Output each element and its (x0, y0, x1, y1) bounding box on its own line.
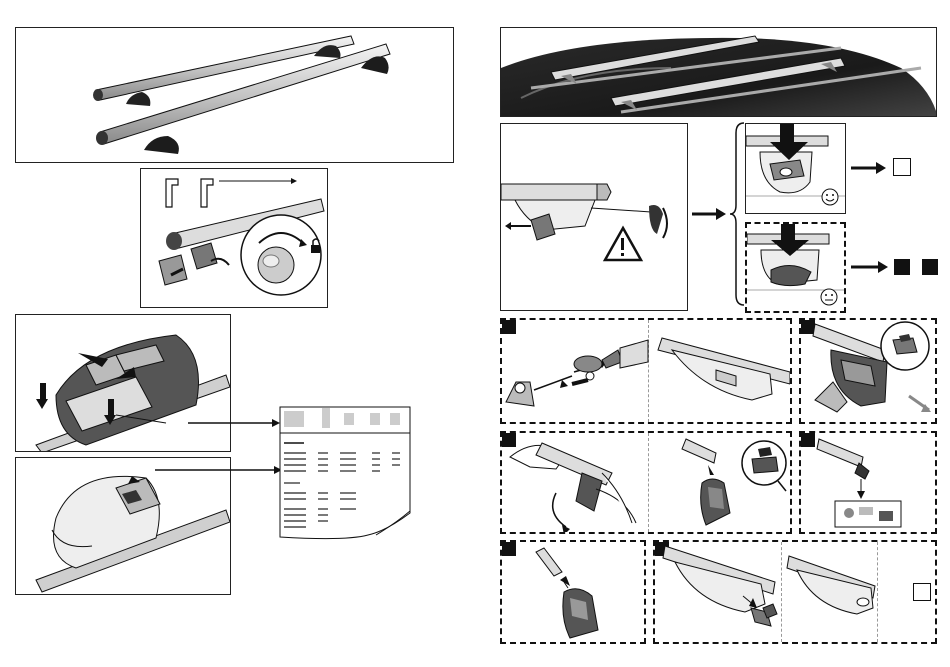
done-box (913, 583, 931, 601)
step-3-panel (799, 318, 937, 424)
datasheet-illustration (276, 403, 414, 543)
roof-bars-illustration (16, 28, 454, 163)
step-6-illustration (502, 542, 644, 642)
car-with-bars-illustration (501, 28, 937, 117)
step-4-panel (500, 431, 792, 534)
step-5-illustration (801, 433, 935, 532)
step-3-illustration (801, 320, 935, 422)
incorrect-fit-panel (745, 222, 846, 313)
step-4-illustration (502, 433, 790, 532)
step-7-panel (653, 540, 937, 644)
step-5-panel (799, 431, 937, 534)
overview-panel (15, 27, 454, 163)
tension-check-panel (500, 123, 688, 311)
correct-fit-illustration (746, 124, 846, 214)
fit-lock-panel (15, 457, 231, 595)
vehicle-fitting-datasheet (276, 403, 414, 543)
lock-detail-panel (140, 168, 328, 308)
step-1-2-panel (500, 318, 792, 424)
proceed-box (893, 158, 911, 176)
car-view-panel (500, 27, 937, 117)
step-ref-box-b (922, 259, 938, 275)
step-7-illustration (655, 542, 935, 642)
correct-fit-panel (745, 123, 846, 214)
torque-check-illustration (501, 124, 688, 311)
smiling-face-icon (822, 189, 838, 205)
lock-detail-illustration (141, 169, 328, 308)
incorrect-fit-illustration (747, 224, 844, 311)
fit-tabs-panel (15, 314, 231, 452)
step-6-panel (500, 540, 646, 644)
foot-lock-illustration (16, 458, 231, 595)
foot-tabs-illustration (16, 315, 231, 452)
step-ref-box-a (894, 259, 910, 275)
unlock-icon (311, 245, 320, 253)
neutral-face-icon (821, 289, 837, 305)
step-1-2-illustration (502, 320, 790, 422)
